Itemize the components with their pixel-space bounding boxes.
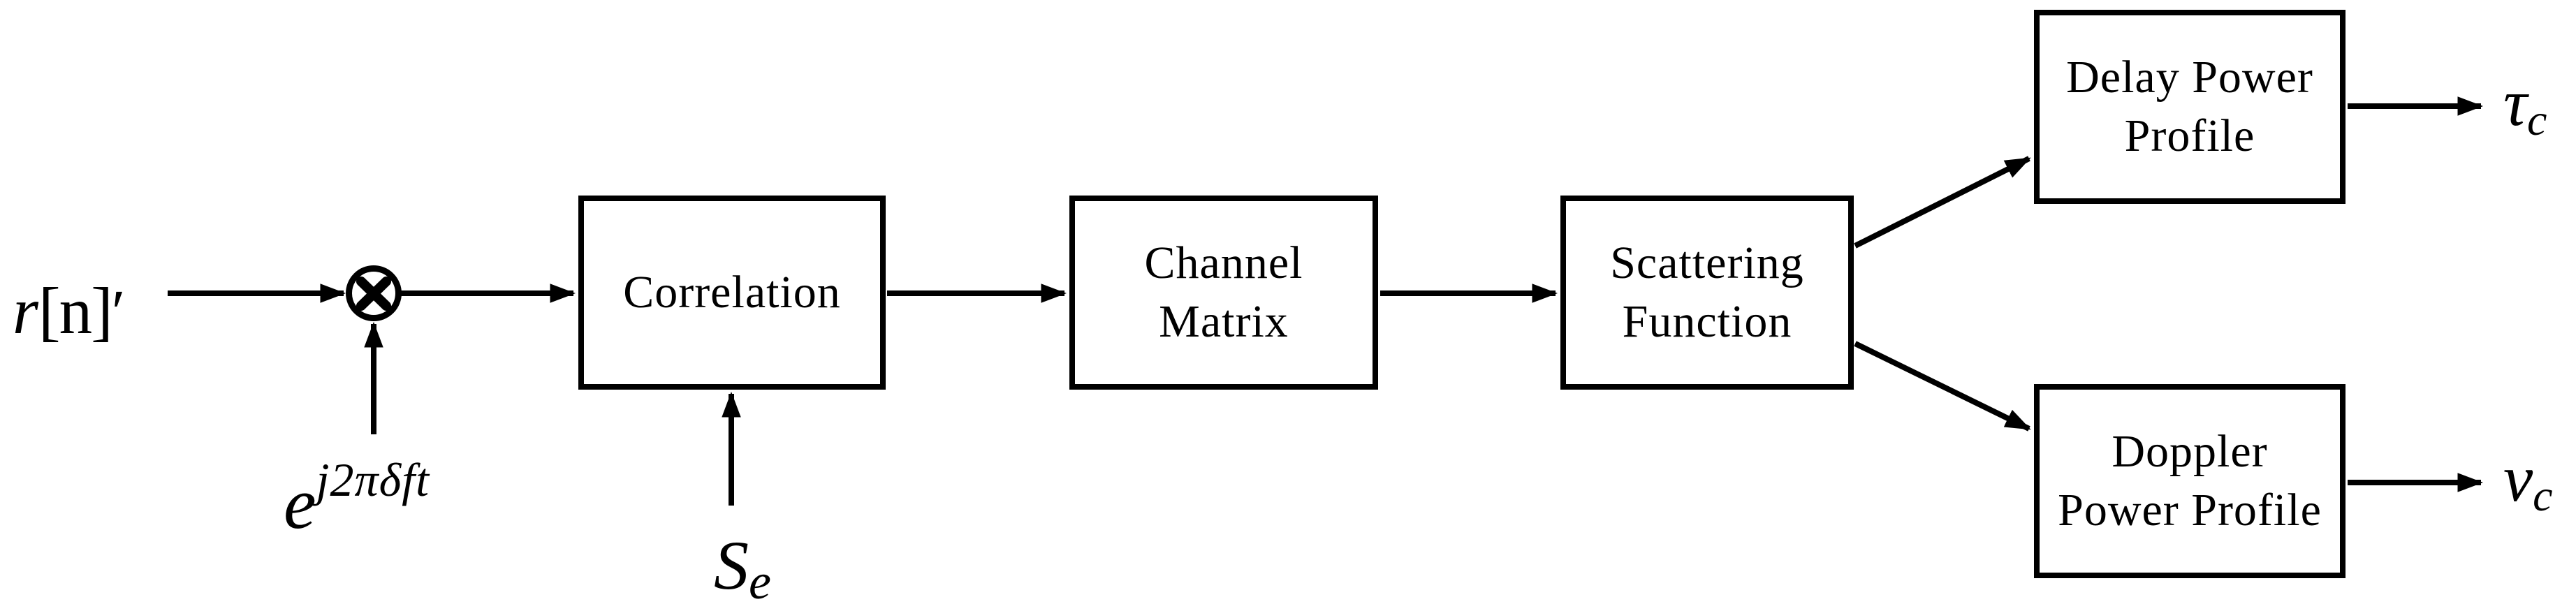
input-signal-label: r[n]′ (13, 272, 125, 349)
block-scattering-function: Scattering Function (1560, 196, 1854, 390)
input-signal-prime: ′ (111, 278, 126, 347)
input-signal-base: r (13, 274, 38, 348)
block-channel-matrix-line2: Matrix (1159, 296, 1289, 347)
oscillator-exponent: j2πδft (316, 453, 430, 506)
block-doppler-power-profile-line2: Power Profile (2058, 485, 2322, 536)
multiplier-icon (346, 265, 402, 321)
delay-spread-subscript: c (2527, 95, 2547, 145)
delay-spread-label: τc (2503, 64, 2547, 146)
reference-sequence-subscript: e (749, 554, 771, 610)
doppler-spread-base: v (2503, 441, 2533, 515)
block-correlation-label: Correlation (623, 267, 841, 318)
doppler-spread-subscript: c (2533, 471, 2553, 520)
block-channel-matrix: Channel Matrix (1069, 196, 1378, 390)
block-scattering-function-line2: Function (1622, 296, 1792, 347)
scattering-to-doppler-arrow (1854, 341, 2031, 432)
block-scattering-function-line1: Scattering (1610, 237, 1804, 288)
oscillator-base: e (284, 462, 316, 544)
reference-sequence-label: Se (714, 525, 771, 611)
oscillator-label: ej2πδft (284, 452, 430, 545)
input-signal-bracket: [n] (38, 274, 113, 348)
block-doppler-power-profile: Doppler Power Profile (2034, 384, 2346, 578)
delay-spread-base: τ (2503, 66, 2528, 140)
block-delay-power-profile-line2: Profile (2124, 110, 2255, 161)
block-channel-matrix-line1: Channel (1144, 237, 1303, 288)
reference-sequence-base: S (714, 527, 749, 604)
block-delay-power-profile: Delay Power Profile (2034, 10, 2346, 204)
doppler-spread-label: vc (2503, 440, 2553, 522)
block-delay-power-profile-line1: Delay Power (2066, 52, 2313, 103)
block-correlation: Correlation (578, 196, 886, 390)
block-doppler-power-profile-line1: Doppler (2112, 426, 2268, 477)
scattering-to-delay-arrow (1854, 156, 2031, 249)
